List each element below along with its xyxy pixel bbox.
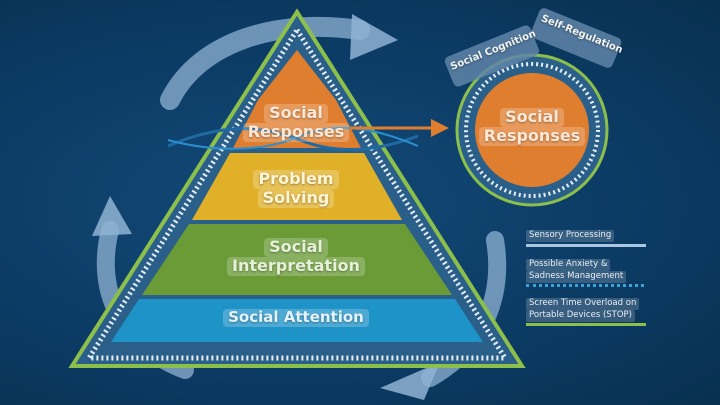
label-social-attention-text: Social Attention [223, 309, 369, 327]
label-social-interpretation-line2: Interpretation [227, 256, 365, 276]
label-social-responses-line2: Responses [242, 122, 350, 142]
label-problem-solving: Problem Solving [236, 170, 356, 208]
layer-social-responses [233, 50, 361, 148]
cycle-arrow-top-head [350, 14, 398, 60]
legend-item-stop: Screen Time Overload on Portable Devices… [526, 298, 640, 322]
label-social-responses-line1: Social [264, 104, 328, 123]
legend-item-anxiety: Possible Anxiety & Sadness Management [526, 259, 627, 283]
wave-line-2 [167, 126, 419, 150]
layer-problem-solving [192, 153, 402, 220]
legend-stop-text-2: Portable Devices (STOP) [526, 309, 635, 322]
arc-plate-right [530, 8, 622, 68]
cycle-arrow-left-head [92, 196, 132, 236]
label-problem-solving-line1: Problem [253, 170, 339, 189]
layer-social-interpretation [142, 224, 452, 295]
label-social-responses: Social Responses [236, 104, 356, 142]
legend-line-sensory [526, 244, 646, 247]
circle-label: Social Responses [472, 108, 592, 146]
cycle-arrow-top [160, 16, 370, 110]
pyramid-dotted-border [84, 25, 510, 361]
arc-plate-left [444, 25, 540, 87]
legend-line-anxiety [526, 284, 644, 287]
circle-label-line1: Social [500, 108, 564, 127]
label-social-interpretation-line1: Social [264, 238, 328, 257]
legend-sensory-text: Sensory Processing [526, 230, 615, 242]
circle-label-line2: Responses [478, 126, 586, 146]
circle-dotted-ring [464, 62, 600, 198]
layer-social-attention [111, 299, 483, 342]
legend-anxiety-text-1: Possible Anxiety & [526, 259, 611, 271]
legend-line-stop [526, 323, 646, 326]
legend-anxiety-text-2: Sadness Management [526, 270, 627, 283]
legend-stop-text-1: Screen Time Overload on [526, 298, 640, 310]
label-social-interpretation: Social Interpretation [216, 238, 376, 276]
label-social-attention: Social Attention [216, 309, 376, 327]
legend-item-sensory: Sensory Processing [526, 230, 615, 242]
circle-core [475, 73, 589, 187]
label-problem-solving-line2: Solving [257, 188, 335, 208]
wave-line [167, 127, 419, 152]
cycle-arrow-right-head [380, 362, 440, 400]
